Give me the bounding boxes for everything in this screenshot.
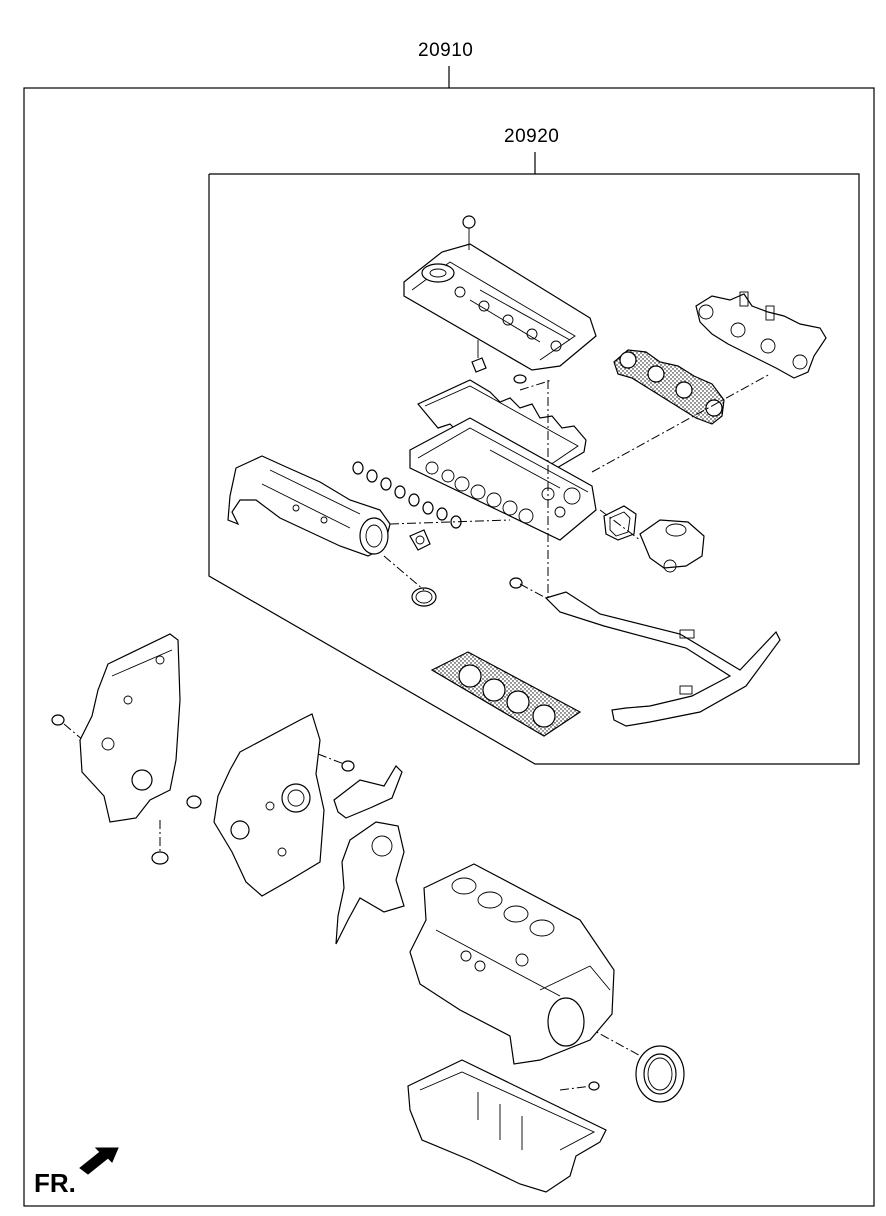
- rear-timing-cover: [213, 713, 355, 897]
- timing-chain-cover: [51, 633, 202, 865]
- rear-crankshaft-seal: [635, 1045, 685, 1103]
- front-direction-label: FR.: [34, 1168, 76, 1198]
- inner-kit-part-number: 20920: [504, 126, 560, 147]
- timing-gasket: [333, 765, 405, 945]
- cylinder-block: [409, 863, 615, 1065]
- intake-manifold: [227, 455, 391, 557]
- inner-kit-frame: [208, 152, 860, 765]
- cylinder-head: [409, 417, 597, 541]
- cover-grommets: [471, 340, 527, 384]
- intake-port-gaskets: [352, 461, 462, 529]
- cylinder-head-gasket: [430, 651, 582, 737]
- throttle-gasket: [409, 529, 437, 607]
- water-pipe: [509, 577, 781, 727]
- oil-pan: [407, 1059, 607, 1193]
- front-direction-arrow-icon: [79, 1147, 119, 1175]
- outer-kit-frame: [23, 66, 875, 1207]
- thermostat-housing: [603, 505, 705, 573]
- outer-kit-part-number: 20910: [418, 40, 474, 61]
- cylinder-head-cover: [403, 215, 597, 371]
- exhaust-manifold: [695, 291, 827, 379]
- leader-lines: [63, 373, 771, 1091]
- exhaust-manifold-gasket: [613, 349, 725, 425]
